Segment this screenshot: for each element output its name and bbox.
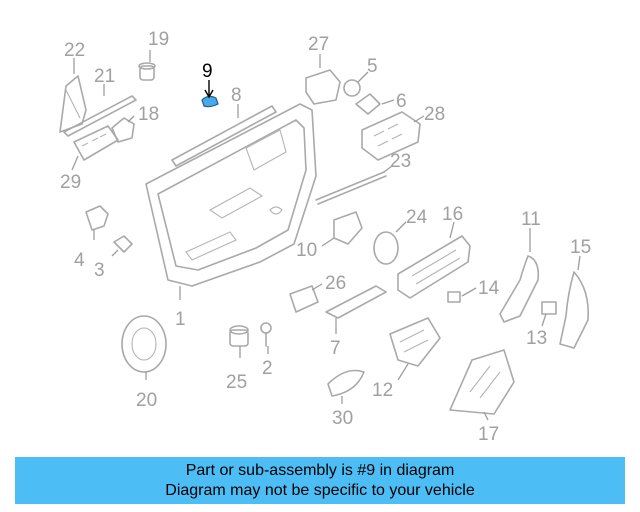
part-6-connector[interactable]: 6 [355,91,407,115]
part-23-rod[interactable]: 23 [315,151,411,205]
part-20-speaker[interactable]: 20 [121,315,167,411]
part-26-switch[interactable]: 26 [289,273,346,313]
part-22-mirror-trim[interactable]: 22 [59,40,87,133]
callout-13[interactable]: 13 [526,328,547,349]
callout-20[interactable]: 20 [136,390,157,411]
part-15-pull-handle[interactable]: 15 [559,237,591,349]
part-11-handle-trim[interactable]: 11 [499,209,541,323]
callout-28[interactable]: 28 [424,104,445,125]
part-21-weatherstrip[interactable]: 21 [63,66,137,137]
part-12-bezel[interactable]: 12 [372,317,441,401]
part-9-highlighted[interactable]: 9 [201,61,219,108]
callout-15[interactable]: 15 [570,237,591,258]
callout-12[interactable]: 12 [372,380,393,401]
callout-22[interactable]: 22 [64,40,85,61]
part-25-grommet[interactable]: 25 [226,325,249,393]
part-14-switch[interactable]: 14 [447,278,500,303]
callout-17[interactable]: 17 [478,424,499,445]
callout-16[interactable]: 16 [442,204,463,225]
callout-14[interactable]: 14 [478,278,500,299]
part-1-door-trim-panel[interactable]: 1 [145,103,317,330]
part-2-screw[interactable]: 2 [260,322,273,379]
callout-23[interactable]: 23 [390,151,411,172]
part-19-clip[interactable]: 19 [138,29,169,81]
part-17-pocket-panel[interactable]: 17 [449,349,515,445]
part-5-connector[interactable]: 5 [343,56,378,97]
part-28-master-switch[interactable]: 28 [361,104,445,161]
part-27-switch[interactable]: 27 [305,34,341,105]
callout-10[interactable]: 10 [296,240,317,261]
callout-26[interactable]: 26 [325,273,346,294]
callout-4[interactable]: 4 [74,250,85,271]
part-24-speaker-cover[interactable]: 24 [373,207,428,265]
callout-3[interactable]: 3 [94,260,105,281]
parts-diagram: 22 21 19 18 29 9 8 [59,29,591,445]
callout-6[interactable]: 6 [396,91,407,112]
callout-21[interactable]: 21 [94,66,115,87]
callout-11[interactable]: 11 [521,209,541,230]
part-16-armrest[interactable]: 16 [397,204,471,299]
part-7-inner-handle[interactable]: 7 [325,285,387,359]
part-29-window-switch[interactable]: 29 [60,125,119,193]
banner-line-2: Diagram may not be specific to your vehi… [165,481,475,499]
callout-29[interactable]: 29 [60,172,81,193]
callout-18[interactable]: 18 [138,104,159,125]
callout-19[interactable]: 19 [148,29,169,50]
part-10-bracket[interactable]: 10 [296,211,363,261]
callout-2[interactable]: 2 [262,358,273,379]
banner-line-1: Part or sub-assembly is #9 in diagram [185,461,455,479]
callout-25[interactable]: 25 [226,372,247,393]
info-banner: Part or sub-assembly is #9 in diagram Di… [15,457,625,504]
callout-24[interactable]: 24 [406,207,428,228]
callout-8[interactable]: 8 [231,85,242,106]
callout-27[interactable]: 27 [308,34,329,55]
part-4-clip[interactable]: 4 [74,205,109,271]
callout-1[interactable]: 1 [175,309,186,330]
callout-30[interactable]: 30 [332,408,353,429]
part-13-clip[interactable]: 13 [526,301,557,349]
part-30-escutcheon[interactable]: 30 [327,369,365,430]
part-8-belt-molding[interactable]: 8 [171,85,277,167]
callout-9[interactable]: 9 [202,61,213,82]
callout-5[interactable]: 5 [367,56,378,77]
part-3-clip[interactable]: 3 [94,235,133,281]
callout-7[interactable]: 7 [330,338,341,359]
